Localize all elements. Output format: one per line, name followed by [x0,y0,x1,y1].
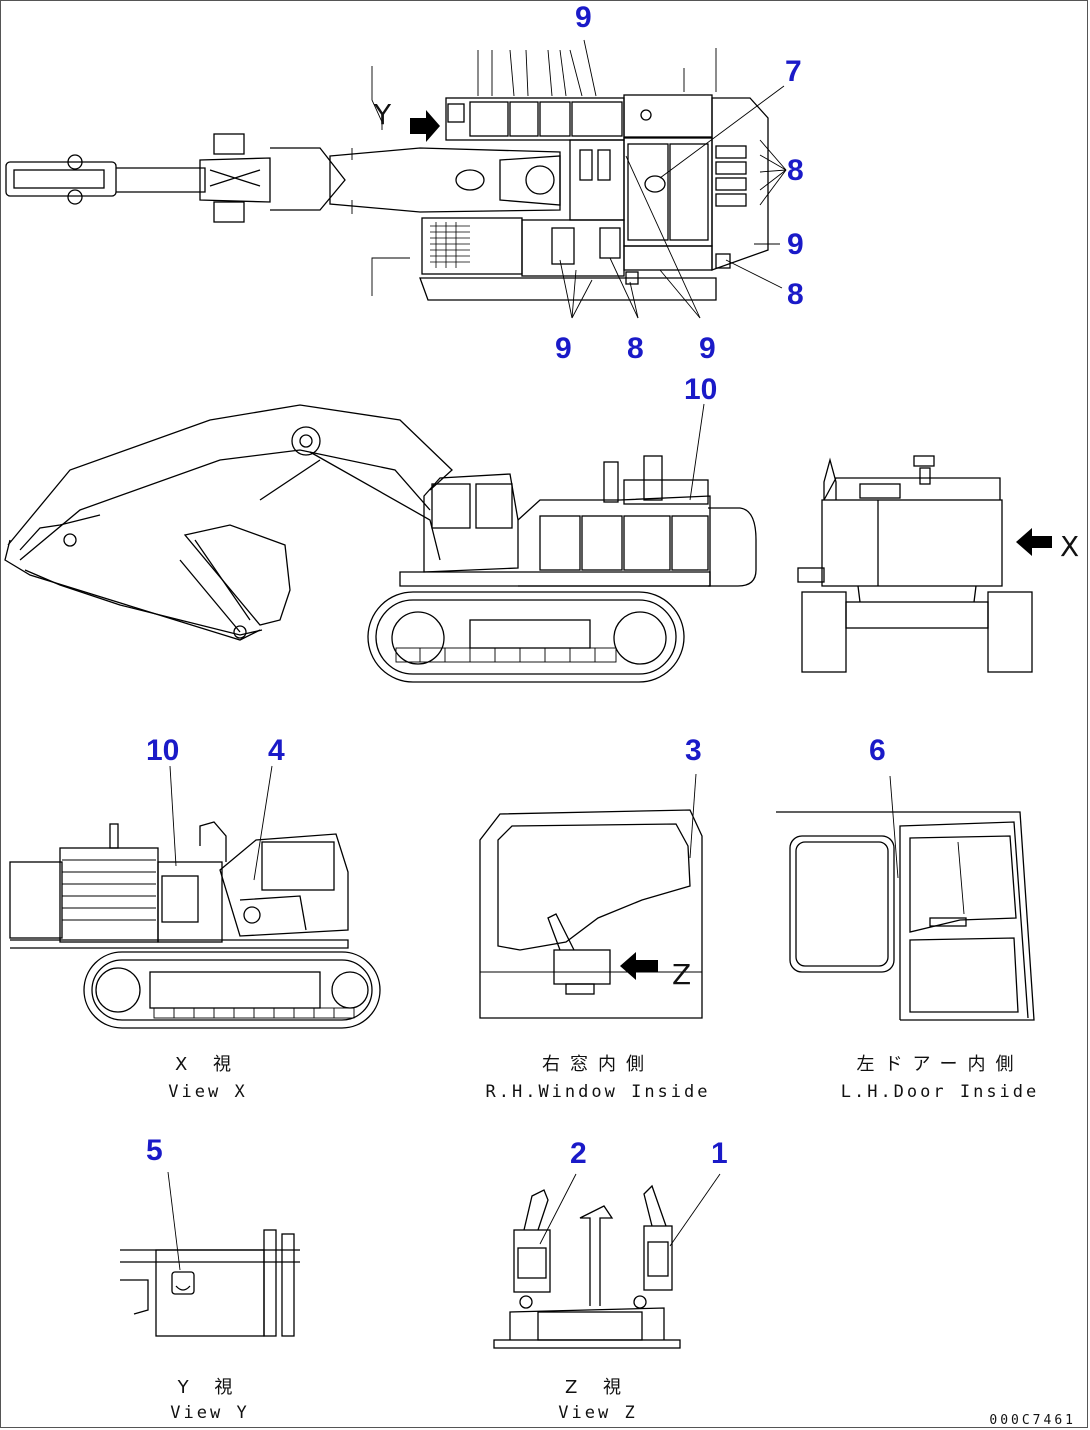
top-plan-view [5,39,787,319]
callout-9-top: 9 [575,1,592,34]
caption-view-y-jp: Y 視 [177,1377,243,1398]
caption-lh-door-jp: 左ドアー内側 [857,1054,1024,1075]
caption-rh-window-en: R.H.Window Inside [486,1082,711,1102]
callout-labels: 9 7 8 9 8 9 8 9 10 10 4 3 6 5 2 1 [146,1,886,1170]
callout-4: 4 [268,734,285,767]
caption-view-z-en: View Z [558,1403,637,1423]
view-letters: Y X Z [373,98,1079,991]
view-letter-y: Y [373,98,392,131]
callout-8-upper: 8 [787,154,804,187]
view-letter-z: Z [672,958,691,991]
lh-door-drawing [776,775,1035,1021]
caption-lh-door-en: L.H.Door Inside [841,1082,1040,1102]
rear-view [797,455,1052,673]
captions: X 視 View X 右窓内側 R.H.Window Inside 左ドアー内側… [168,1054,1040,1423]
callout-10-view-x: 10 [146,734,179,767]
callout-8-bottom: 8 [627,332,644,365]
callout-9-right: 9 [787,228,804,261]
view-letter-x: X [1060,530,1079,563]
caption-view-x-jp: X 視 [175,1054,241,1075]
callout-10-side: 10 [684,373,717,406]
callout-6: 6 [869,734,886,767]
caption-rh-window-jp: 右窓内側 [542,1054,654,1075]
view-z-drawing [493,1173,721,1349]
caption-view-z-jp: Z 視 [565,1377,631,1398]
callout-8-lower: 8 [787,278,804,311]
caption-view-y-en: View Y [170,1403,249,1423]
callout-2: 2 [570,1137,587,1170]
rh-window-drawing [479,773,703,1019]
view-x-drawing [9,765,381,1029]
callout-7: 7 [785,55,802,88]
side-elevation-view [4,403,757,683]
callout-1: 1 [711,1137,728,1170]
callout-9-bottom-left: 9 [555,332,572,365]
caption-view-x-en: View X [168,1082,247,1102]
drawing-reference-code: 000C7461 [989,1413,1076,1428]
callout-5: 5 [146,1134,163,1167]
callout-9-bottom-right: 9 [699,332,716,365]
view-y-detail-drawing [120,1171,300,1337]
callout-3: 3 [685,734,702,767]
